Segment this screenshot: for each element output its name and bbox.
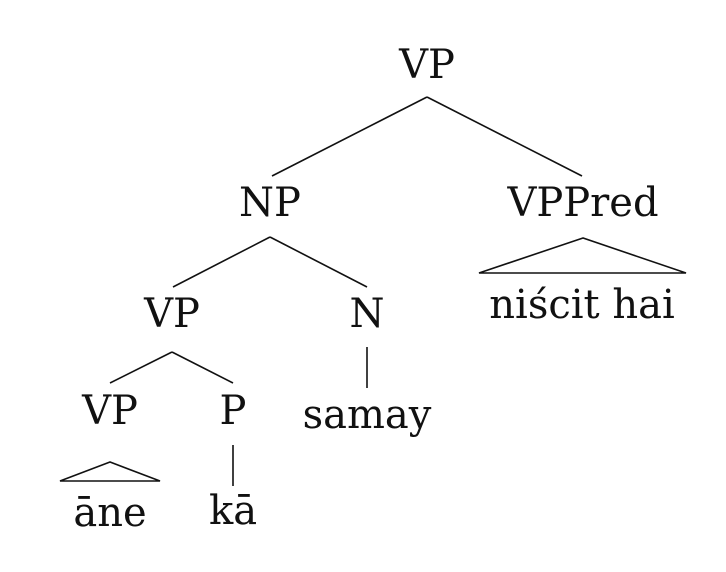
leaf-vppred-yield: niścit hai [489, 282, 674, 328]
branch-vp-vp [109, 351, 173, 384]
node-vppred: VPPred [506, 180, 658, 226]
leaf-ka: kā [209, 488, 257, 534]
roof-triangle-vp-leaf [59, 461, 161, 482]
node-n: N [350, 291, 385, 337]
node-np: NP [239, 180, 301, 226]
roof-triangle-vppred [478, 237, 687, 274]
leaf-samay: samay [303, 392, 432, 438]
branch-np-n [269, 236, 368, 288]
node-vp-leaf: VP [81, 388, 138, 434]
branch-vp-vppred [426, 96, 583, 177]
branch-np-vp [172, 236, 271, 288]
node-p: P [220, 388, 247, 434]
branch-vp-np [271, 96, 428, 177]
node-vp-inner: VP [143, 291, 200, 337]
node-vp-root: VP [398, 42, 455, 88]
leaf-ane: āne [73, 490, 146, 536]
branch-vp-p [171, 351, 234, 384]
